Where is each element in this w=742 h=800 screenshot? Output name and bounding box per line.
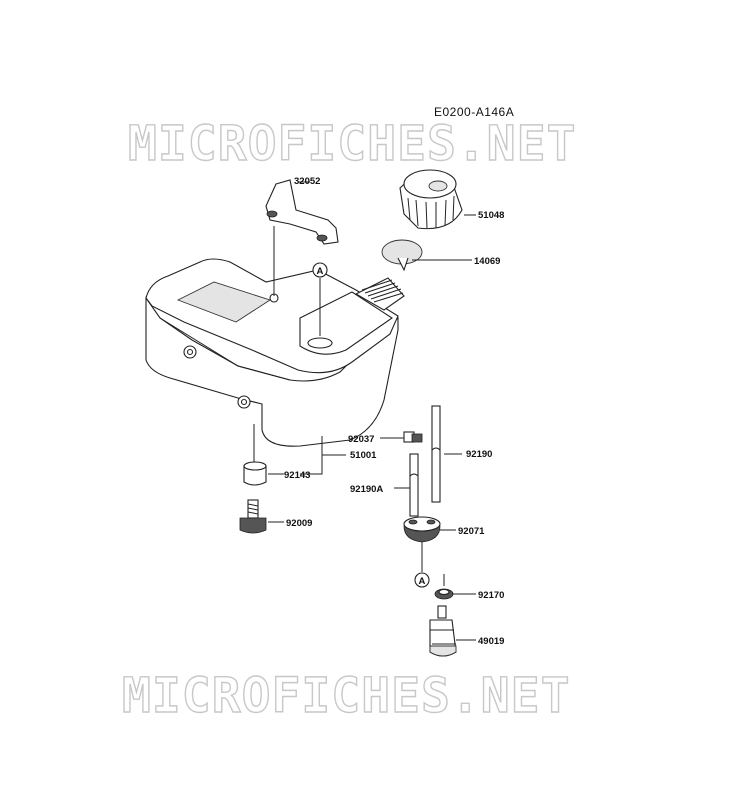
label-bolt: 92009 (286, 518, 312, 529)
watermark-bottom: MICROFICHES.NET (122, 668, 570, 724)
neck-threads (361, 279, 404, 303)
label-grommet-upper: 92143 (284, 470, 310, 481)
label-filter-screen: 14069 (474, 256, 500, 267)
filter-screen-part (381, 239, 423, 272)
washer-part (434, 588, 454, 600)
grommet-lower-part (403, 516, 441, 543)
bolt-part (239, 499, 267, 534)
leader-lines (253, 181, 476, 641)
label-washer: 92170 (478, 590, 504, 601)
watermark-top: MICROFICHES.NET (128, 116, 576, 172)
callout-a-lower: A (414, 572, 430, 588)
tube-a-part (409, 453, 419, 517)
fuel-filter-part (429, 605, 457, 657)
label-grommet-lower: 92071 (458, 526, 485, 537)
cap-part (399, 169, 463, 230)
cap-knurl (407, 195, 455, 229)
grommet-upper-part (243, 461, 267, 486)
clamp-part (403, 431, 423, 443)
label-tank: 51001 (350, 450, 377, 461)
diagram-code: E0200-A146A (434, 105, 514, 119)
label-cap: 51048 (478, 210, 504, 221)
label-tube: 92190 (466, 449, 492, 460)
fuel-tank (145, 258, 405, 447)
label-fuel-filter: 49019 (478, 636, 504, 647)
label-tube-a: 92190A (350, 484, 383, 495)
svg-text:A: A (317, 266, 324, 277)
label-bracket: 32052 (294, 176, 320, 187)
svg-text:A: A (419, 576, 426, 587)
bracket-part (265, 179, 339, 245)
label-clamp: 92037 (348, 434, 374, 445)
callout-a-upper: A (312, 262, 328, 278)
tube-part (431, 405, 441, 503)
